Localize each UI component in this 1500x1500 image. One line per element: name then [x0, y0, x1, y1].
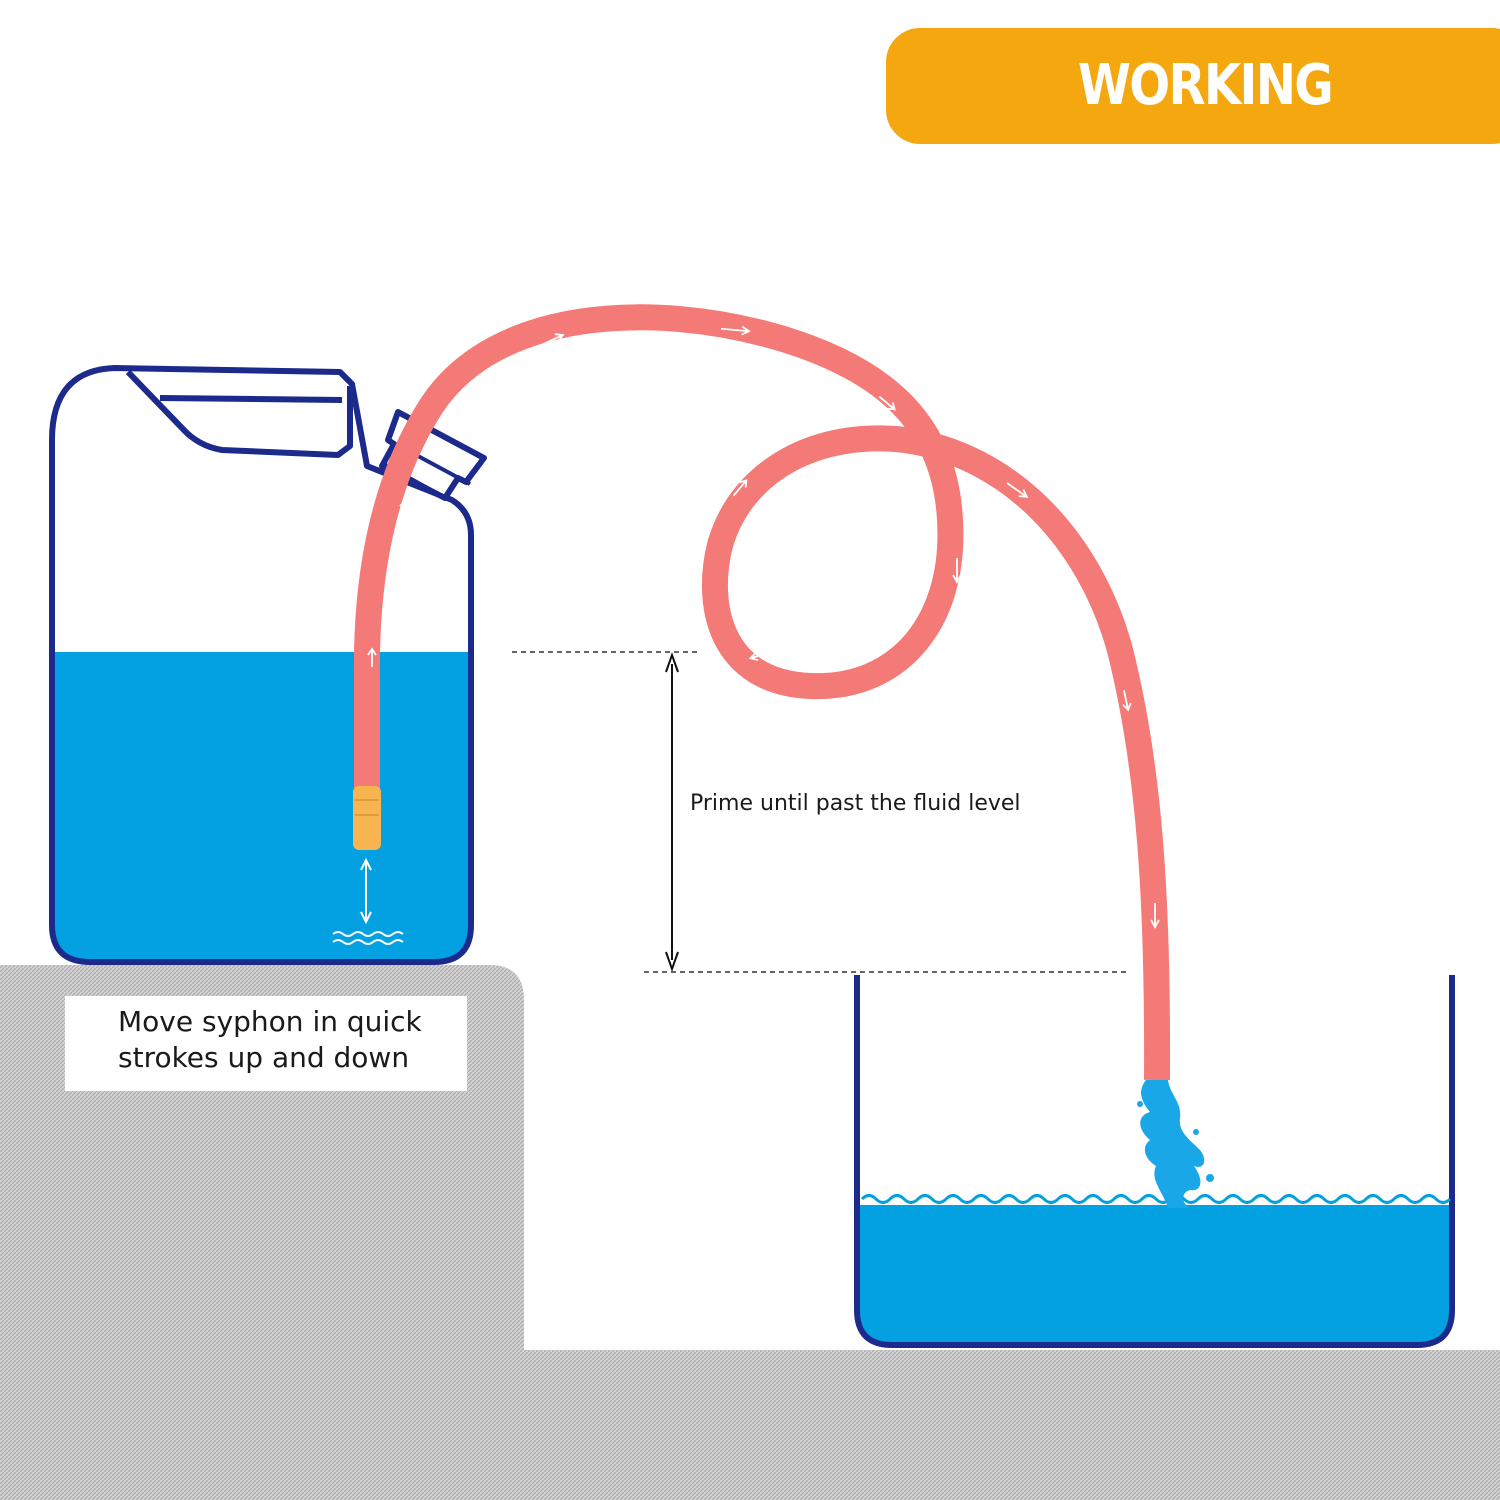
can-handle	[125, 369, 353, 458]
page-title: WORKING PRINCIPLE	[1071, 53, 1340, 234]
hose-tip	[353, 786, 381, 850]
flow-arrow-icon	[367, 325, 1160, 929]
stroke-motion-arrow	[332, 857, 404, 945]
splash-icon	[1137, 1080, 1214, 1208]
instruction-move-text: Move syphon in quick strokes up and down	[118, 1005, 422, 1074]
title-badge	[886, 28, 1500, 144]
instruction-prime-text: Prime until past the fluid level	[690, 791, 1021, 816]
basin-surface-wave	[860, 1194, 1452, 1204]
instruction-box	[65, 996, 467, 1091]
double-arrow-icon	[665, 651, 679, 973]
raised-platform	[0, 965, 1500, 1500]
jerry-can-icon	[49, 365, 487, 965]
basin-icon	[854, 975, 1455, 1348]
siphon-hose-icon	[353, 304, 1171, 1081]
